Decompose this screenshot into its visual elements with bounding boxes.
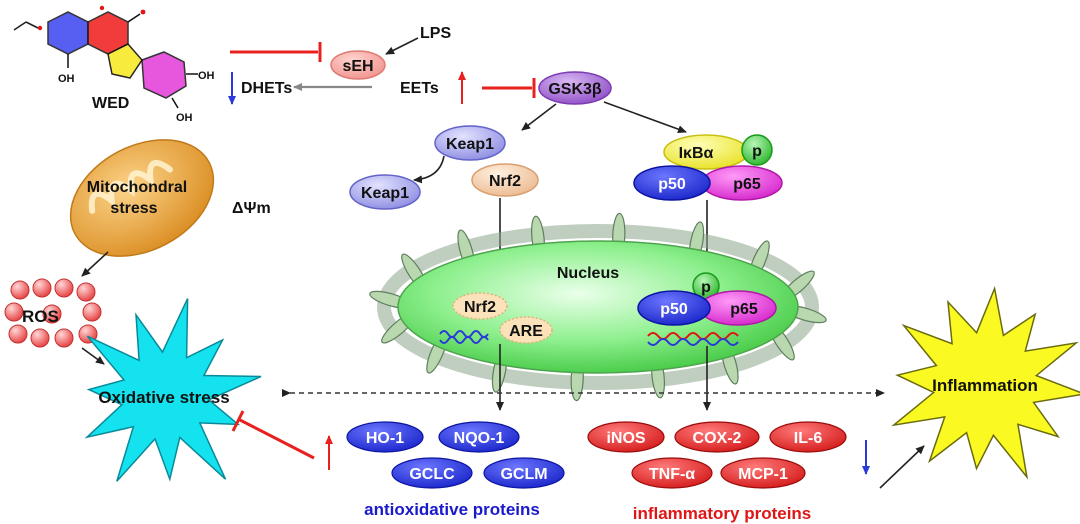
wed-label: WED xyxy=(92,95,129,112)
ros-bubble xyxy=(76,282,96,302)
ros-cluster: ROS xyxy=(4,278,102,348)
gsk3b-node xyxy=(538,71,612,105)
wed-chemical-structure: OH OH OH WED xyxy=(13,5,215,124)
svg-text:IL-6: IL-6 xyxy=(794,430,823,447)
ros-bubble xyxy=(30,328,50,348)
mito-potential-label: ΔΨm xyxy=(232,200,271,217)
keap1-free-label: Keap1 xyxy=(361,185,409,202)
ros-bubble xyxy=(4,302,24,322)
nrf2-pathway: Keap1 Nrf2 Keap1 xyxy=(349,125,539,291)
p65-label: p65 xyxy=(733,176,761,193)
nucleus: Nucleus xyxy=(369,212,827,402)
nfkb-pathway: IκBα p p65 p50 xyxy=(633,134,783,285)
keap1-bound-label: Keap1 xyxy=(446,136,494,153)
wed-oh-2: OH xyxy=(198,70,215,82)
protein-il-6: IL-6 xyxy=(769,421,847,453)
ros-bubble xyxy=(82,302,102,322)
keap1-free-node xyxy=(349,174,421,210)
are-label: ARE xyxy=(509,323,543,340)
protein-inos: iNOS xyxy=(587,421,665,453)
protein-gclc: GCLC xyxy=(391,457,473,489)
ikba-label: IκBα xyxy=(679,145,714,162)
nrf2-nuclear-label: Nrf2 xyxy=(464,299,496,316)
oxidative-stress: Oxidative stress xyxy=(84,298,262,482)
svg-text:NQO-1: NQO-1 xyxy=(454,430,505,447)
lps-label: LPS xyxy=(420,25,451,42)
p-label: p xyxy=(752,143,762,160)
mitochondria: Mitochondral stress ΔΨm xyxy=(69,139,271,257)
nrf2-label: Nrf2 xyxy=(489,173,521,190)
p50-label: p50 xyxy=(658,176,686,193)
protein-gclm: GCLM xyxy=(483,457,565,489)
nrf2-nuclear-node xyxy=(452,292,508,320)
p50-nuclear-label: p50 xyxy=(660,301,688,318)
svg-text:MCP-1: MCP-1 xyxy=(738,466,788,483)
mito-label-1: Mitochondral xyxy=(87,179,187,196)
oxidative-stress-label: Oxidative stress xyxy=(98,388,229,407)
ros-label: ROS xyxy=(22,307,59,326)
protein-mcp-1: MCP-1 xyxy=(720,457,806,489)
ros-bubble xyxy=(8,324,28,344)
mito-label-2: stress xyxy=(110,200,157,217)
eets-label: EETs xyxy=(400,80,439,97)
p50-node xyxy=(633,165,711,201)
nrf2-node xyxy=(471,163,539,197)
seh-node xyxy=(330,50,386,80)
inflammatory-proteins: iNOS COX-2 IL-6 TNF-α MCP-1 inflammatory… xyxy=(587,421,847,523)
ros-bubble xyxy=(42,304,62,324)
p50-nuclear-node xyxy=(637,290,711,326)
antioxidative-proteins: HO-1 NQO-1 GCLC GCLM antioxidative prote… xyxy=(346,421,565,519)
protein-tnf-a: TNF-α xyxy=(631,457,713,489)
p-node xyxy=(741,134,773,166)
nucleus-label: Nucleus xyxy=(557,265,619,282)
p-nuclear-label: p xyxy=(701,279,711,296)
p65-nuclear-label: p65 xyxy=(730,301,758,318)
antioxidative-title: antioxidative proteins xyxy=(364,500,540,519)
svg-text:GCLM: GCLM xyxy=(500,466,547,483)
svg-text:iNOS: iNOS xyxy=(606,430,645,447)
protein-ho-1: HO-1 xyxy=(346,421,424,453)
svg-text:GCLC: GCLC xyxy=(409,466,455,483)
nrf2-nuclear-complex: Nrf2 ARE xyxy=(439,292,553,344)
seh-label: sEH xyxy=(342,58,373,75)
svg-text:TNF-α: TNF-α xyxy=(649,466,695,483)
inflammatory-title: inflammatory proteins xyxy=(633,504,812,523)
svg-text:COX-2: COX-2 xyxy=(693,430,742,447)
ros-bubble xyxy=(10,280,30,300)
ros-bubble xyxy=(54,328,74,348)
svg-text:HO-1: HO-1 xyxy=(366,430,404,447)
wed-oh-3: OH xyxy=(176,112,193,124)
seh-pathway: sEH LPS EETs DHETs GSK3β xyxy=(228,25,612,105)
inflammation-label: Inflammation xyxy=(932,376,1038,395)
inflammation: Inflammation xyxy=(891,285,1080,480)
keap1-bound-node xyxy=(434,125,506,161)
protein-nqo-1: NQO-1 xyxy=(438,421,520,453)
ros-bubble xyxy=(54,278,74,298)
protein-cox-2: COX-2 xyxy=(674,421,760,453)
wed-oh-1: OH xyxy=(58,73,75,85)
gsk3b-label: GSK3β xyxy=(548,81,602,98)
nfkb-nuclear-complex: p p65 p50 xyxy=(637,272,777,346)
are-node xyxy=(499,316,553,344)
dhets-label: DHETs xyxy=(241,80,292,97)
ros-bubble xyxy=(32,278,52,298)
